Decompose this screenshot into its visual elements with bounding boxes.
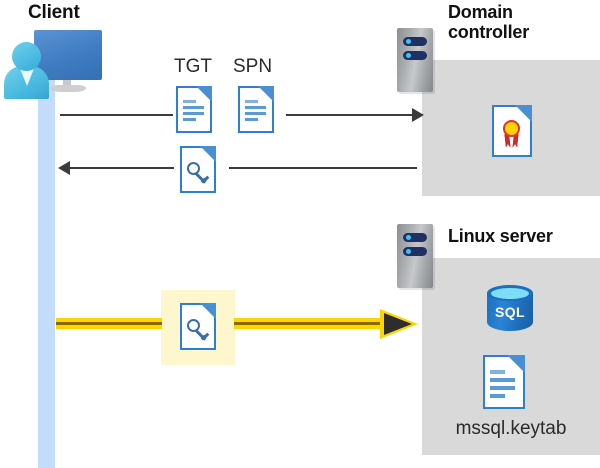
document-text-line: [490, 394, 505, 398]
document-fold: [196, 86, 212, 102]
sql-database-icon: SQL: [487, 285, 533, 337]
linux-server-title: Linux server: [448, 226, 553, 246]
document-text-line: [183, 118, 196, 121]
monitor-base-icon: [50, 85, 86, 92]
request-arrowhead: [412, 108, 424, 122]
spn-label: SPN: [233, 56, 273, 77]
monitor-stand-icon: [63, 80, 71, 89]
key-tooth: [203, 332, 210, 339]
server-led-dot: [406, 235, 411, 240]
monitor-screen-icon: [34, 30, 102, 80]
domain-controller-server-icon: [397, 28, 433, 92]
key-ring: [187, 319, 200, 332]
server-led-dot: [406, 39, 411, 44]
tgt-document-icon: [176, 86, 212, 133]
spn-document-icon: [238, 86, 274, 133]
certificate-seal: [503, 120, 520, 137]
document-text-line: [245, 106, 266, 109]
document-text-line: [183, 106, 204, 109]
document-text-line: [245, 118, 258, 121]
document-fold: [200, 146, 216, 162]
document-text-line: [183, 100, 196, 103]
service-ticket-key-document-icon: [180, 303, 216, 350]
server-led-bar: [403, 37, 427, 46]
server-led-bar: [403, 247, 427, 256]
response-arrow-segment-right: [229, 167, 417, 169]
database-top-inner: [491, 288, 529, 299]
server-led-bar: [403, 233, 427, 242]
linux-server-icon: [397, 224, 433, 288]
service-ticket-arrow-segment-left: [56, 318, 162, 329]
service-ticket-arrowhead: [384, 313, 412, 335]
database-label: SQL: [495, 304, 525, 320]
document-text-line: [245, 100, 258, 103]
document-text-line: [490, 378, 515, 382]
document-text-line: [183, 112, 204, 115]
key-icon: [187, 319, 210, 341]
response-arrow-segment-left: [70, 167, 174, 169]
keytab-filename-label: mssql.keytab: [455, 418, 567, 439]
certificate-fold: [515, 105, 532, 122]
server-led-dot: [406, 53, 411, 58]
certificate-icon: [492, 105, 532, 157]
client-workstation-icon: [0, 0, 110, 105]
document-page: [483, 355, 525, 409]
document-text-line: [490, 386, 515, 390]
client-lifeline: [38, 62, 55, 468]
service-ticket-arrow-segment-right: [234, 318, 384, 329]
document-text-line: [490, 370, 505, 374]
document-fold: [507, 355, 525, 373]
person-collar-icon: [19, 66, 35, 86]
document-fold: [200, 303, 216, 319]
server-led-dot: [406, 249, 411, 254]
key-tooth: [203, 175, 210, 182]
key-ring: [187, 162, 200, 175]
tgt-label: TGT: [174, 56, 212, 77]
client-title: Client: [28, 2, 80, 23]
key-icon: [187, 162, 210, 184]
request-arrow-segment-right: [286, 114, 417, 116]
domain-controller-title: Domain controller: [448, 2, 530, 43]
document-fold: [258, 86, 274, 102]
keytab-document-icon: [483, 355, 525, 409]
request-arrow-segment-left: [60, 114, 173, 116]
document-text-line: [245, 112, 266, 115]
server-led-bar: [403, 51, 427, 60]
ticket-key-document-icon: [180, 146, 216, 193]
person-head-icon: [12, 42, 41, 71]
response-arrowhead: [58, 161, 70, 175]
